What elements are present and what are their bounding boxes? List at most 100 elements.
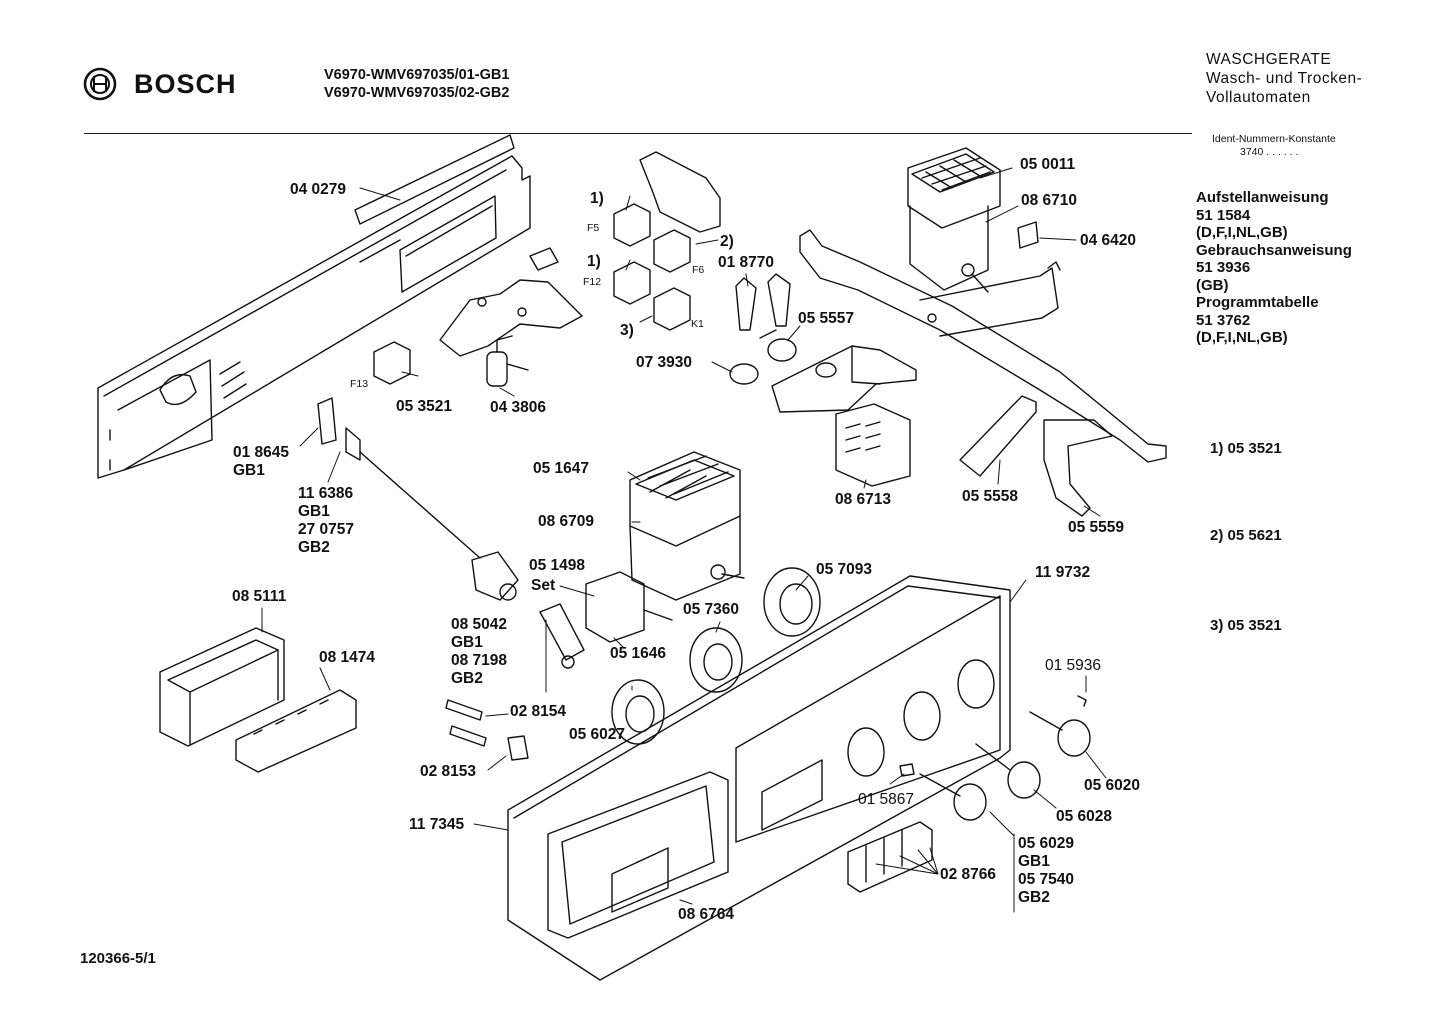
category-line-3: Vollautomaten bbox=[1206, 89, 1311, 106]
part-label: 08 5111 bbox=[232, 588, 287, 605]
terminal-block bbox=[235, 689, 357, 773]
part-label: 08 5042 bbox=[451, 616, 508, 633]
part-label: 08 6764 bbox=[678, 906, 735, 923]
side-brackets bbox=[959, 395, 1113, 517]
part-label: 04 0279 bbox=[290, 181, 347, 198]
part-label: 04 3806 bbox=[490, 399, 547, 416]
part-label: 08 1474 bbox=[319, 649, 376, 666]
variant-label: GB1 bbox=[233, 462, 265, 479]
doc-line: (D,F,I,NL,GB) bbox=[1196, 224, 1288, 241]
part-label: 11 7345 bbox=[409, 816, 465, 833]
relay-note: 2) bbox=[720, 233, 734, 250]
relay-tag: F12 bbox=[583, 276, 602, 288]
footnote-1: 1) 05 3521 bbox=[1210, 440, 1282, 457]
center-bracket bbox=[439, 247, 583, 357]
part-label: 05 7360 bbox=[683, 601, 740, 618]
relay-switches bbox=[373, 203, 691, 385]
variant-label: GB2 bbox=[298, 539, 330, 556]
part-label: 05 1646 bbox=[610, 645, 667, 662]
selector-switches bbox=[539, 571, 673, 669]
part-label: 05 6020 bbox=[1084, 777, 1141, 794]
variant-label: GB2 bbox=[1018, 889, 1050, 906]
footnote-2: 2) 05 5621 bbox=[1210, 527, 1282, 544]
relay-tag: K1 bbox=[691, 318, 704, 330]
capacitor-part bbox=[486, 335, 529, 387]
product-category: WASCHGERATE Wasch- und Trocken- Vollauto… bbox=[1206, 50, 1362, 107]
part-label: 05 7093 bbox=[816, 561, 873, 578]
rotary-knobs bbox=[611, 567, 821, 745]
part-label: 01 5936 bbox=[1045, 657, 1102, 674]
brand-name: BOSCH bbox=[134, 68, 237, 99]
doc-line: 51 3936 bbox=[1196, 259, 1251, 276]
fuses bbox=[445, 699, 529, 761]
relay-note: 1) bbox=[590, 190, 604, 207]
part-label: 01 8645 bbox=[233, 444, 290, 461]
set-label: Set bbox=[531, 577, 556, 594]
door-lock-parts bbox=[729, 329, 797, 385]
model-number-2: V6970-WMV697035/02-GB2 bbox=[324, 85, 510, 101]
part-label: 05 5559 bbox=[1068, 519, 1125, 536]
part-label: 08 6713 bbox=[835, 491, 892, 508]
part-label: 05 6029 bbox=[1018, 835, 1075, 852]
part-label: 05 1498 bbox=[529, 557, 586, 574]
fuse-holder bbox=[159, 627, 285, 747]
part-label: 05 6027 bbox=[569, 726, 626, 743]
lock-bracket bbox=[771, 345, 917, 413]
part-label: 05 6028 bbox=[1056, 808, 1113, 825]
control-knob-shafts bbox=[899, 695, 1091, 821]
push-buttons bbox=[847, 821, 933, 893]
document-list: Aufstellanweisung 51 1584 (D,F,I,NL,GB) … bbox=[1196, 189, 1352, 347]
programmer-unit-top bbox=[907, 147, 1039, 293]
part-label: 02 8153 bbox=[420, 763, 477, 780]
ident-block: Ident-Nummern-Konstante 3740 . . . . . . bbox=[1212, 133, 1336, 159]
part-label: 11 6386 bbox=[298, 485, 354, 502]
part-label: 27 0757 bbox=[298, 521, 355, 538]
part-label: 11 9732 bbox=[1035, 564, 1091, 581]
part-label: 01 5867 bbox=[858, 791, 915, 808]
doc-line: (D,F,I,NL,GB) bbox=[1196, 329, 1288, 346]
doc-line: 51 3762 bbox=[1196, 311, 1251, 329]
brand-block: BOSCH bbox=[82, 66, 237, 102]
upper-bracket bbox=[639, 151, 721, 233]
doc-line: Programmtabelle bbox=[1196, 294, 1319, 311]
cross-rail bbox=[799, 229, 1167, 463]
part-label: 02 8154 bbox=[510, 703, 567, 720]
part-label: 08 6710 bbox=[1021, 192, 1078, 209]
doc-line: Gebrauchsanweisung bbox=[1196, 241, 1352, 259]
wire-clips bbox=[735, 273, 791, 331]
relay-tag: F5 bbox=[587, 222, 600, 234]
connector-block-086713 bbox=[835, 403, 911, 487]
front-fascia bbox=[507, 575, 1011, 981]
footnote-3: 3) 05 3521 bbox=[1210, 617, 1282, 634]
model-number-1: V6970-WMV697035/01-GB1 bbox=[324, 67, 510, 83]
part-label: 05 5558 bbox=[962, 488, 1019, 505]
part-label: 01 8770 bbox=[718, 254, 775, 271]
relay-note: 3) bbox=[620, 322, 634, 339]
part-label: 05 3521 bbox=[396, 398, 453, 415]
doc-line: Aufstellanweisung bbox=[1196, 189, 1329, 206]
doc-line: (GB) bbox=[1196, 276, 1229, 294]
leader-lines bbox=[261, 167, 1107, 913]
ident-value: 3740 . . . . . . bbox=[1240, 146, 1299, 158]
variant-label: GB1 bbox=[1018, 853, 1050, 870]
exploded-parts-diagram bbox=[97, 134, 1167, 981]
display-window bbox=[547, 771, 729, 939]
part-label: 04 6420 bbox=[1080, 232, 1137, 249]
variant-label: GB1 bbox=[298, 503, 330, 520]
doc-line: 51 1584 bbox=[1196, 206, 1251, 224]
relay-note: 1) bbox=[587, 253, 601, 270]
part-label: 05 1647 bbox=[533, 460, 590, 477]
part-label: 02 8766 bbox=[940, 866, 997, 883]
ident-label: Ident-Nummern-Konstante bbox=[1212, 133, 1336, 145]
drawing-code: 120366-5/1 bbox=[80, 950, 156, 967]
rear-panel-frame bbox=[97, 134, 531, 479]
programmer-unit-center bbox=[629, 451, 745, 601]
category-line-2: Wasch- und Trocken- bbox=[1206, 70, 1363, 87]
part-label: 08 6709 bbox=[538, 513, 595, 530]
category-line-1: WASCHGERATE bbox=[1206, 51, 1332, 68]
sensor-cable bbox=[317, 397, 519, 601]
variant-label: GB2 bbox=[451, 670, 483, 687]
relay-tag: F6 bbox=[692, 264, 705, 276]
part-label: 05 5557 bbox=[798, 310, 855, 327]
part-label: 05 7540 bbox=[1018, 871, 1075, 888]
